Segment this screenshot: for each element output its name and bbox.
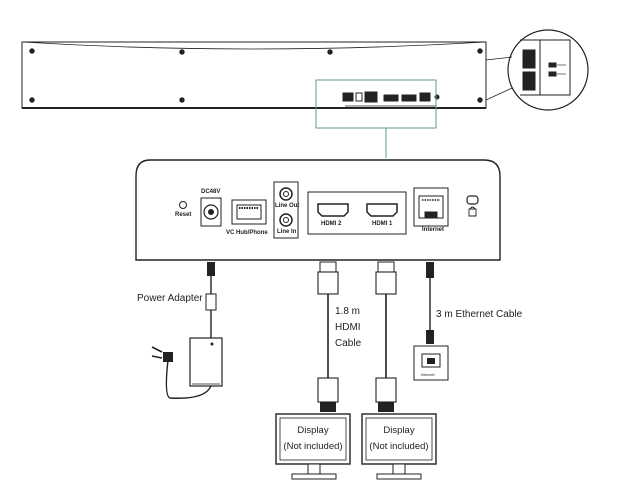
display-2-name: Display <box>383 425 415 436</box>
power-cable <box>151 262 223 399</box>
vc-hub-label: VC Hub/Phone <box>226 230 268 236</box>
display-monitor-1 <box>275 413 351 480</box>
line-out-label: Line Out <box>275 203 300 209</box>
port-highlight-box <box>315 79 437 129</box>
display-1-name: Display <box>297 425 329 436</box>
hdmi-cable-length: 1.8 m <box>335 306 361 317</box>
reset-label: Reset <box>175 212 192 218</box>
display-monitor-2 <box>361 413 437 480</box>
ethernet-cable-label: 3 m Ethernet Cable <box>436 309 523 320</box>
hdmi2-port-label: HDMI 2 <box>321 221 342 227</box>
dc-port-label: DC48V <box>201 189 221 195</box>
wall-jack-label: Internet <box>421 372 435 377</box>
reset-button-icon <box>179 201 187 209</box>
hdmi-cable-1 <box>317 261 339 412</box>
ethernet-cable <box>413 262 449 381</box>
hdmi-cable-2 <box>375 261 397 412</box>
hdmi-cable-label-cable: Cable <box>335 338 362 349</box>
line-in-label: Line In <box>277 229 297 235</box>
security-lock-slot <box>466 195 479 205</box>
display-1-note: (Not included) <box>283 441 343 452</box>
power-adapter-label: Power Adapter <box>137 293 203 304</box>
device-bar <box>21 41 487 109</box>
rear-panel <box>135 159 501 261</box>
display-2-note: (Not included) <box>369 441 429 452</box>
hdmi1-port-label: HDMI 1 <box>372 221 393 227</box>
side-view-zoom <box>485 29 589 111</box>
internet-port-label: Internet <box>422 227 445 233</box>
hdmi-cable-label-hdmi: HDMI <box>335 322 361 333</box>
